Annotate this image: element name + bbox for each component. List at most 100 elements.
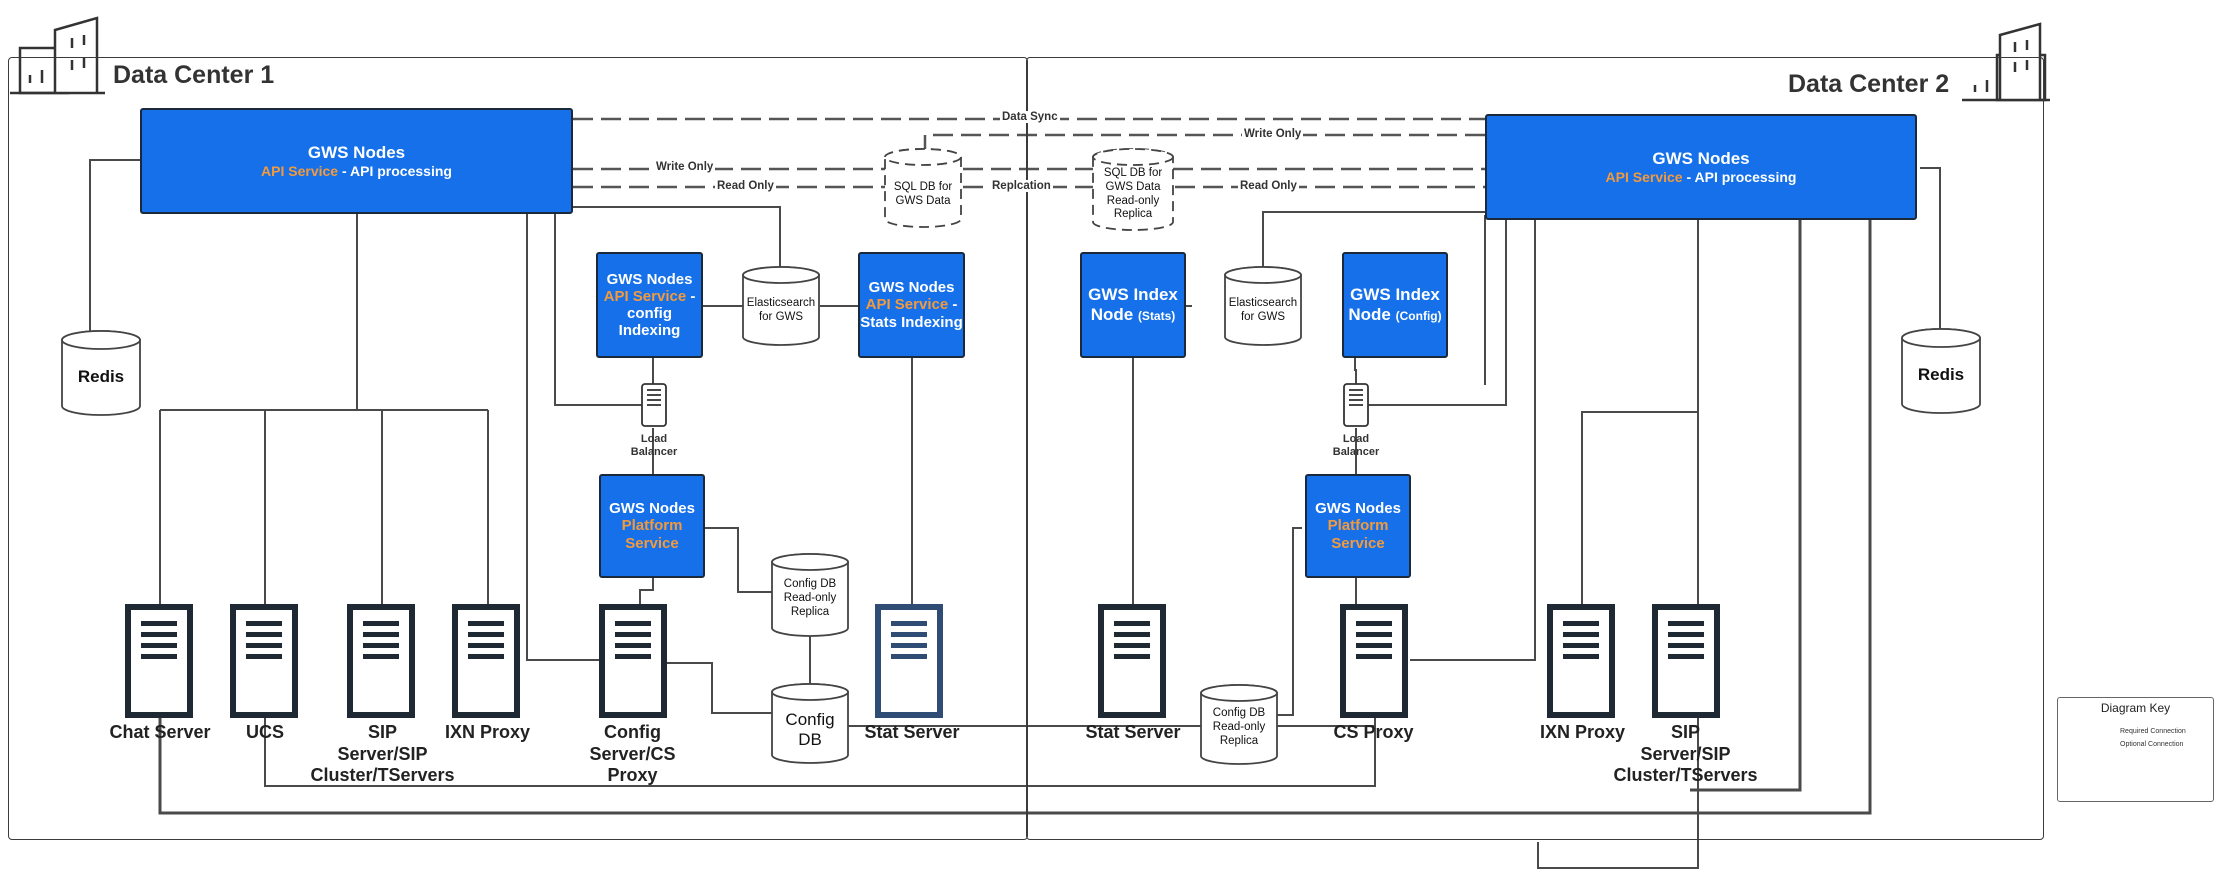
conn-api2-lb2 (1365, 215, 1507, 406)
dc1-config-server-icon (599, 604, 667, 718)
dc1-chat-server-label: Chat Server (109, 722, 211, 742)
conn-api1-lb1 (554, 210, 646, 406)
data-center-2-boundary (1026, 57, 2044, 840)
node-small: (Stats) (1137, 309, 1176, 323)
label-line: Elasticsearch (746, 297, 816, 309)
node-desc: - API processing (338, 162, 452, 179)
label-line: Config (604, 722, 661, 742)
label-line: for GWS (758, 310, 804, 323)
dc2-gws-platform-node: GWS Nodes Platform Service (1305, 474, 1411, 578)
dc1-stat-server-label: Stat Server (864, 722, 960, 742)
dc2-sql-db-label: SQL DB for GWS Data Read-only Replica (1088, 167, 1178, 222)
data-center-1-boundary (8, 57, 1028, 840)
node-desc2: config (627, 305, 672, 322)
label-line: DB (798, 730, 822, 750)
label-line: Server/SIP (1640, 743, 1731, 764)
diagram-key-required: Required Connection (2120, 728, 2186, 735)
dc2-gws-index-stats-node: GWS Index Node (Stats) (1080, 252, 1186, 358)
dc2-load-balancer-label: Load Balancer (1326, 433, 1386, 459)
node-desc3: Indexing (618, 322, 681, 340)
dc1-ixn-proxy-label: IXN Proxy (444, 722, 531, 742)
label-line: SIP (1670, 722, 1700, 742)
node-desc2: Stats Indexing (860, 313, 963, 331)
label-line: Proxy (607, 765, 658, 786)
conn-api1-config (526, 210, 602, 661)
dc1-ucs-label: UCS (245, 722, 284, 742)
dc1-redis-label: Redis (77, 367, 125, 386)
node-title: GWS Index (1350, 285, 1440, 305)
label-line: Replica (1219, 734, 1259, 747)
label-line: Balancer (1332, 446, 1380, 459)
label-line: Config DB (783, 578, 837, 590)
label-line: GWS Data (1105, 180, 1161, 193)
dc2-stat-server-icon (1098, 604, 1166, 718)
node-title: GWS Nodes (307, 143, 406, 163)
node-title: GWS Nodes (609, 500, 695, 518)
dc2-sip-server-label: SIP Server/SIP Cluster/TServers (1603, 722, 1768, 787)
dc2-ixn-proxy-label: IXN Proxy (1539, 722, 1626, 742)
label-write-only-2: Write Only (1242, 128, 1304, 140)
node-title2: Node (1348, 305, 1391, 324)
label-line: Server/SIP (337, 743, 428, 764)
bus-dc2-ext (1537, 215, 1699, 869)
label-line: Load (1342, 433, 1370, 445)
dc1-sip-server-label: SIP Server/SIP Cluster/TServers (300, 722, 465, 787)
dc1-chat-server-icon (125, 604, 193, 718)
label-line: SQL DB for (1103, 167, 1163, 179)
diagram-key-title: Diagram Key (2100, 701, 2171, 715)
conn-api2-csproxy (1410, 215, 1536, 661)
conn-api1-redis1 (89, 159, 140, 335)
node-desc: - (948, 296, 958, 314)
node-service: API Service (865, 296, 949, 314)
dc1-gws-platform-node: GWS Nodes Platform Service (599, 474, 705, 578)
diagram-key: Diagram Key Required Connection Optional… (2057, 697, 2214, 802)
label-line: Elasticsearch (1228, 297, 1298, 309)
label-line: Replica (1113, 208, 1153, 221)
label-line: SQL DB for (893, 181, 953, 193)
node-title2: Node (1090, 305, 1134, 324)
node-service2: Service (625, 534, 679, 552)
dc1-config-db-label: Config DB (772, 710, 848, 751)
dc2-gws-api-node: GWS Nodes API Service - API processing (1485, 114, 1917, 220)
dc2-sip-server-icon (1652, 604, 1720, 718)
dc1-gws-api-node: GWS Nodes API Service - API processing (140, 108, 573, 214)
data-center-2-title: Data Center 2 (1788, 70, 1950, 98)
conn-api2-redis2 (1920, 167, 1941, 330)
dc1-config-db-replica-label: Config DB Read-only Replica (770, 578, 850, 619)
diagram-key-optional: Optional Connection (2120, 741, 2184, 748)
dc1-gws-config-indexing-node: GWS Nodes API Service - config Indexing (596, 252, 703, 358)
label-line: Read-only (1106, 194, 1160, 207)
node-small: (Config) (1395, 309, 1442, 323)
node-service: API Service (261, 162, 339, 179)
label-line: Replica (790, 605, 830, 618)
label-data-sync: Data Sync (1000, 111, 1060, 123)
node-service: Platform (1327, 517, 1389, 535)
node-desc: - API processing (1682, 168, 1797, 185)
dc1-sip-server-icon (347, 604, 415, 718)
dc2-ixn-proxy-icon (1547, 604, 1615, 718)
dc1-elasticsearch-label: Elasticsearch for GWS (733, 297, 829, 325)
conn-api1-es1 (573, 206, 781, 270)
load-balancer-icons (641, 383, 1369, 427)
dc1-load-balancer-label: Load Balancer (624, 433, 684, 459)
node-title: GWS Nodes (1652, 149, 1750, 169)
label-line: SIP (367, 722, 397, 742)
dc2-redis-label: Redis (1917, 365, 1965, 384)
dc2-gws-index-config-node: GWS Index Node (Config) (1342, 252, 1448, 358)
node-service2: Service (1331, 534, 1385, 552)
dc1-ucs-icon (230, 604, 298, 718)
label-line: Read-only (783, 591, 837, 604)
dc1-stat-server-icon (875, 604, 943, 718)
label-line: Server/CS (589, 743, 676, 764)
node-title: GWS Nodes (1315, 500, 1401, 518)
bus-chat-dc2 (158, 215, 1872, 815)
building-icons (10, 16, 2050, 102)
node-desc: - (690, 287, 696, 305)
node-title: GWS Index (1088, 285, 1178, 305)
node-title: GWS Nodes (606, 270, 693, 288)
label-line: Config (785, 710, 835, 729)
label-line: Cluster/TServers (310, 765, 455, 786)
node-service: API Service (1605, 168, 1683, 185)
label-line: Config DB (1212, 707, 1266, 719)
